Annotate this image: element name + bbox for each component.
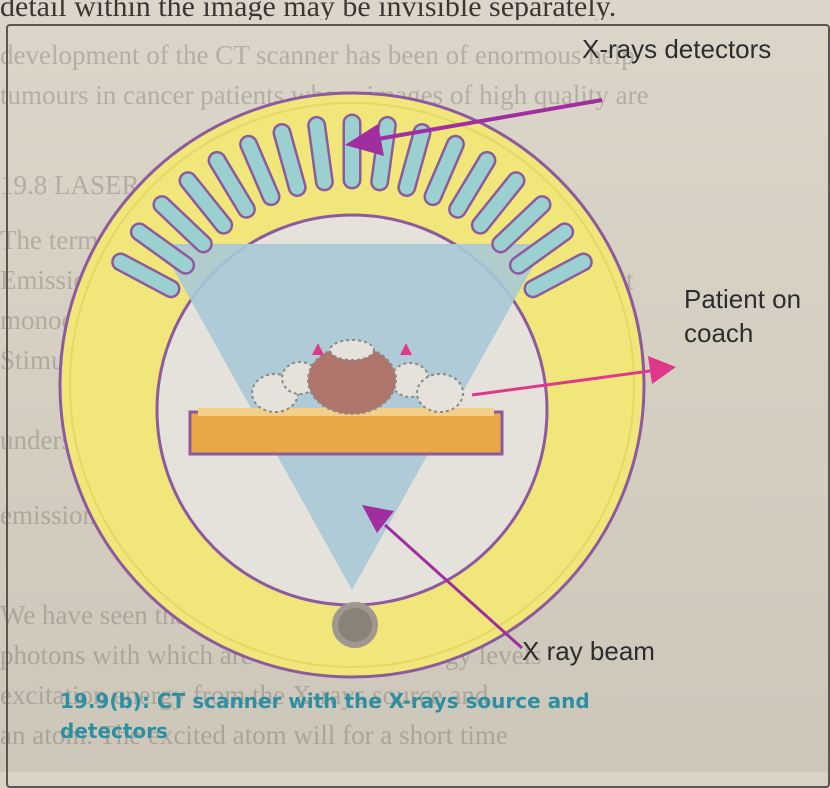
caption-line-1: 19.9(b): CT scanner with the X-rays sour… [60, 686, 660, 716]
detectors-label: X-rays detectors [582, 32, 771, 66]
x-ray-source [335, 605, 375, 645]
patient-label-line2: coach [684, 316, 753, 350]
patient-label-line1: Patient on [684, 282, 801, 316]
figure-caption: 19.9(b): CT scanner with the X-rays sour… [60, 686, 660, 746]
patient-organ [417, 374, 463, 412]
detector-element [317, 125, 325, 181]
ct-scanner-diagram [0, 0, 830, 772]
caption-line-2: detectors [60, 716, 660, 746]
patient-pointer-head [648, 356, 676, 384]
patient-organ [330, 340, 374, 360]
textbook-page: detail within the image may be invisible… [0, 0, 830, 772]
patient-couch [190, 412, 502, 454]
beam-label: X ray beam [522, 634, 655, 668]
